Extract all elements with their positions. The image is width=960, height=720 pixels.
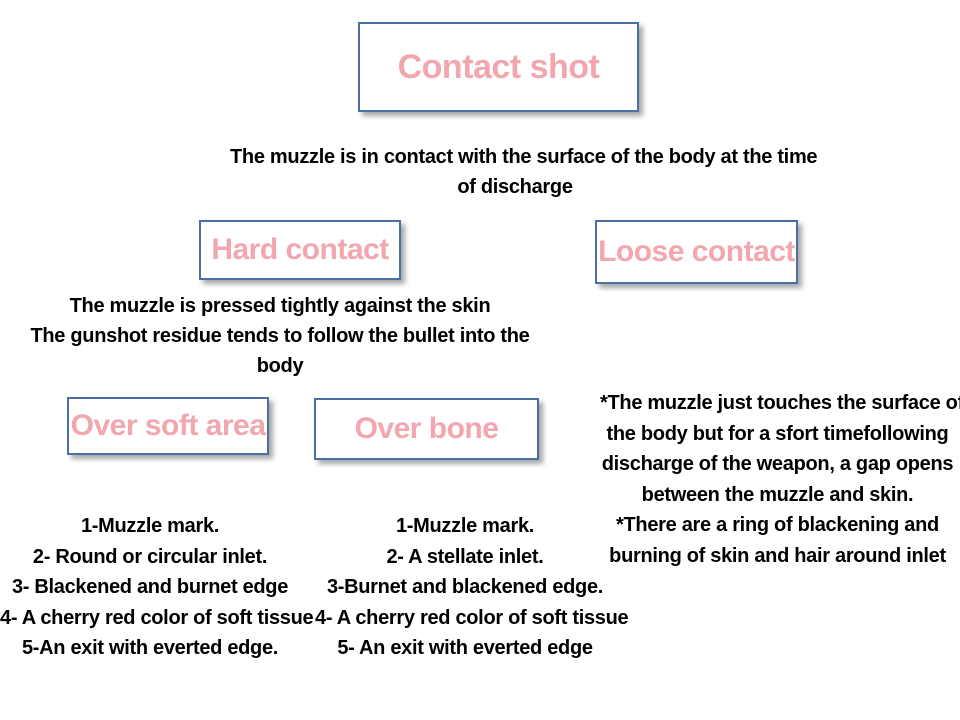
list-item: 5- An exit with everted edge <box>337 637 593 659</box>
text-line: burning of skin and hair around inlet <box>609 544 946 567</box>
text-line: The muzzle is pressed tightly against th… <box>69 295 491 317</box>
list-item: 3-Burnet and blackened edge. <box>326 576 604 598</box>
text-line: body <box>256 355 304 377</box>
over-bone-label: Over bone <box>354 412 499 445</box>
contact-shot-label: Contact shot <box>397 47 600 86</box>
text-line: of discharge <box>457 176 573 198</box>
list-item: 4- A cherry red color of soft tissue <box>0 606 314 629</box>
text-line: discharge of the weapon, a gap opens <box>601 453 954 475</box>
loose-contact-label: Loose contact <box>598 235 795 268</box>
text-line: *There are a ring of blackening and <box>616 514 939 536</box>
list-item: 1-Muzzle mark. <box>395 515 535 537</box>
text-line: The gunshot residue tends to follow the … <box>30 325 530 347</box>
loose-contact-description: *The muzzle just touches the surface of … <box>600 388 960 571</box>
over-soft-area-label: Over soft area <box>70 409 266 442</box>
hard-contact-description: The muzzle is pressed tightly against th… <box>20 291 540 381</box>
hard-contact-box: Hard contact <box>199 220 401 280</box>
loose-contact-box: Loose contact <box>595 220 798 284</box>
over-bone-box: Over bone <box>314 398 539 460</box>
soft-area-findings-list: 1-Muzzle mark. 2- Round or circular inle… <box>0 511 314 664</box>
contact-shot-box: Contact shot <box>358 22 639 112</box>
bone-findings-list: 1-Muzzle mark. 2- A stellate inlet. 3-Bu… <box>315 511 629 664</box>
list-item: 2- Round or circular inlet. <box>32 545 268 568</box>
list-item: 5-An exit with everted edge. <box>21 637 279 659</box>
text-line: The muzzle is in contact with the surfac… <box>230 146 818 168</box>
over-soft-area-box: Over soft area <box>67 397 269 455</box>
list-item: 1-Muzzle mark. <box>80 515 220 537</box>
text-line: between the muzzle and skin. <box>641 483 914 506</box>
text-line: *The muzzle just touches the surface of <box>600 392 960 414</box>
list-item: 2- A stellate inlet. <box>386 545 544 568</box>
list-item: 4- A cherry red color of soft tissue <box>315 606 629 629</box>
hard-contact-label: Hard contact <box>211 233 389 266</box>
text-line: the body but for a sfort timefollowing <box>606 422 949 445</box>
list-item: 3- Blackened and burnet edge <box>11 576 289 598</box>
contact-shot-description: The muzzle is in contact with the surfac… <box>230 142 818 202</box>
